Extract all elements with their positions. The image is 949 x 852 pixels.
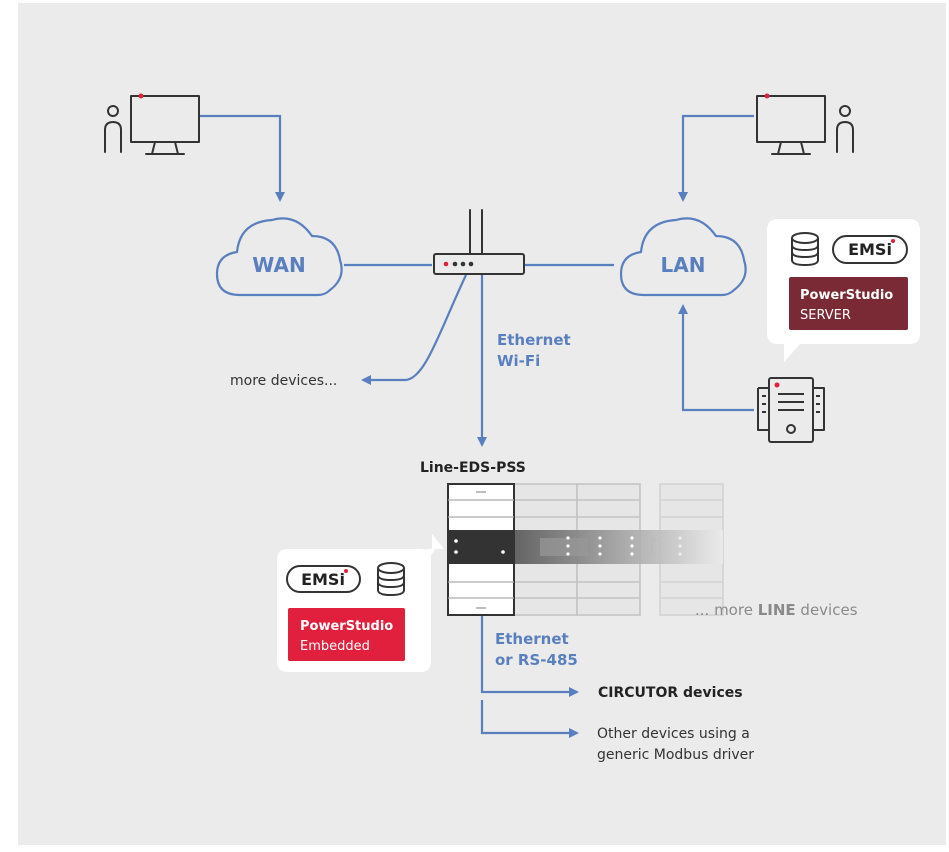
connector-monitor-to-lan bbox=[678, 114, 754, 202]
embedded-badge-title: PowerStudio bbox=[300, 619, 393, 634]
cloud-icon bbox=[215, 217, 343, 297]
line-device-name: Line-EDS-PSS bbox=[420, 460, 526, 476]
left-workstation bbox=[104, 93, 200, 155]
database-icon bbox=[377, 562, 405, 597]
downstream-link-label-2: or RS-485 bbox=[495, 651, 578, 669]
circutor-devices-label: CIRCUTOR devices bbox=[598, 685, 743, 701]
more-devices-label: more devices... bbox=[230, 373, 337, 389]
connector-line-to-circutor bbox=[480, 615, 579, 697]
cloud-icon bbox=[619, 217, 747, 297]
wan-cloud: WAN bbox=[215, 217, 343, 297]
wan-label: WAN bbox=[252, 253, 305, 277]
router-link-label-1: Ethernet bbox=[497, 331, 571, 349]
embedded-callout: EMSi PowerStudio Embedded bbox=[277, 534, 444, 672]
server-badge-subtitle: SERVER bbox=[800, 308, 851, 323]
lan-cloud: LAN bbox=[619, 217, 747, 297]
monitor-icon bbox=[130, 95, 200, 155]
emsi-logo-icon: EMSi bbox=[286, 565, 361, 593]
user-icon bbox=[104, 105, 122, 153]
powerstudio-embedded-badge bbox=[288, 608, 405, 661]
line-device-stack bbox=[447, 483, 724, 616]
other-devices-label-2: generic Modbus driver bbox=[597, 747, 754, 763]
connector-router-to-more-devices bbox=[361, 274, 467, 385]
database-icon bbox=[791, 232, 819, 267]
router-icon bbox=[433, 209, 525, 275]
more-line-devices-label: ... more LINE devices bbox=[695, 601, 858, 619]
connectors bbox=[200, 114, 754, 738]
user-icon bbox=[836, 105, 854, 153]
powerstudio-server-badge bbox=[789, 277, 908, 330]
lan-label: LAN bbox=[661, 253, 706, 277]
router-link-label-2: Wi-Fi bbox=[497, 352, 540, 370]
line-module-main bbox=[447, 483, 515, 616]
monitor-icon bbox=[756, 95, 826, 155]
other-devices-label-1: Other devices using a bbox=[597, 726, 750, 742]
server-icon bbox=[757, 377, 825, 443]
status-dot-icon bbox=[774, 382, 780, 388]
emsi-text: EMSi bbox=[848, 240, 892, 259]
server-badge-title: PowerStudio bbox=[800, 288, 893, 303]
connector-server-to-lan bbox=[678, 304, 754, 412]
connector-line-to-other bbox=[480, 700, 579, 738]
connector-monitor-to-wan bbox=[200, 114, 285, 202]
emsi-text: EMSi bbox=[301, 570, 345, 589]
router bbox=[433, 209, 525, 275]
emsi-logo-icon: EMSi bbox=[832, 235, 908, 264]
downstream-link-label-1: Ethernet bbox=[495, 630, 569, 648]
server-callout: EMSi PowerStudio SERVER bbox=[767, 219, 920, 362]
status-dot-icon bbox=[764, 93, 770, 99]
right-workstation bbox=[756, 93, 854, 155]
status-dot-icon bbox=[138, 93, 144, 99]
embedded-badge-subtitle: Embedded bbox=[300, 639, 370, 654]
